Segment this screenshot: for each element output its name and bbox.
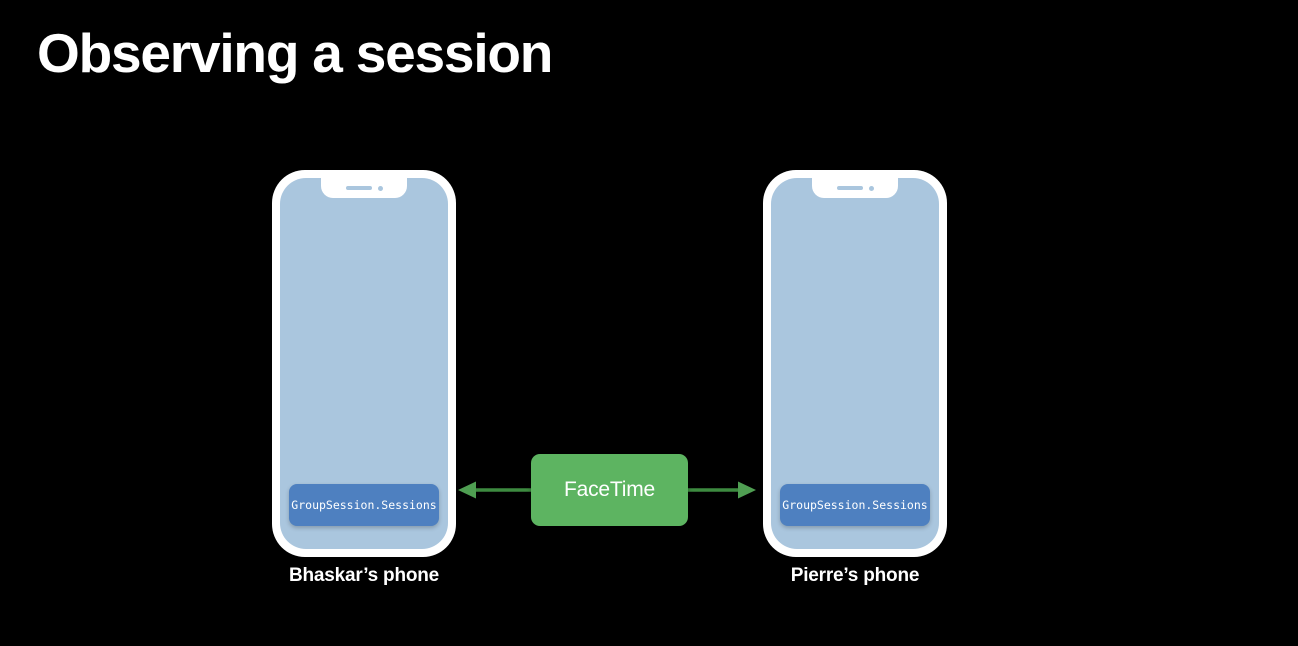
device-caption-pierre: Pierre’s phone: [790, 565, 920, 586]
connector-arrows: [458, 481, 756, 499]
front-camera-dot-icon: [377, 185, 383, 191]
facetime-label: FaceTime: [564, 478, 655, 501]
front-camera-dot-icon: [868, 185, 874, 191]
device-bhaskar-phone: GroupSession.Sessions: [272, 170, 456, 557]
phone-notch: [321, 178, 407, 198]
facetime-box: FaceTime: [531, 454, 688, 526]
speaker-slot-icon: [836, 186, 863, 190]
arrow-right-icon: [738, 481, 756, 499]
device-caption-bhaskar: Bhaskar’s phone: [288, 565, 440, 586]
session-badge: GroupSession.Sessions: [289, 484, 439, 526]
phone-screen: GroupSession.Sessions: [771, 178, 939, 549]
device-pierre-phone: GroupSession.Sessions: [763, 170, 947, 557]
page-title: Observing a session: [37, 22, 553, 84]
session-badge-label: GroupSession.Sessions: [782, 498, 928, 512]
arrow-left-icon: [458, 481, 476, 499]
diagram-canvas: GroupSession.Sessions Bhaskar’s phone Fa…: [0, 150, 1298, 620]
speaker-slot-icon: [345, 186, 372, 190]
facetime-connector: FaceTime: [456, 454, 758, 526]
phone-notch: [812, 178, 898, 198]
session-badge: GroupSession.Sessions: [780, 484, 930, 526]
session-badge-label: GroupSession.Sessions: [291, 498, 437, 512]
phone-screen: GroupSession.Sessions: [280, 178, 448, 549]
